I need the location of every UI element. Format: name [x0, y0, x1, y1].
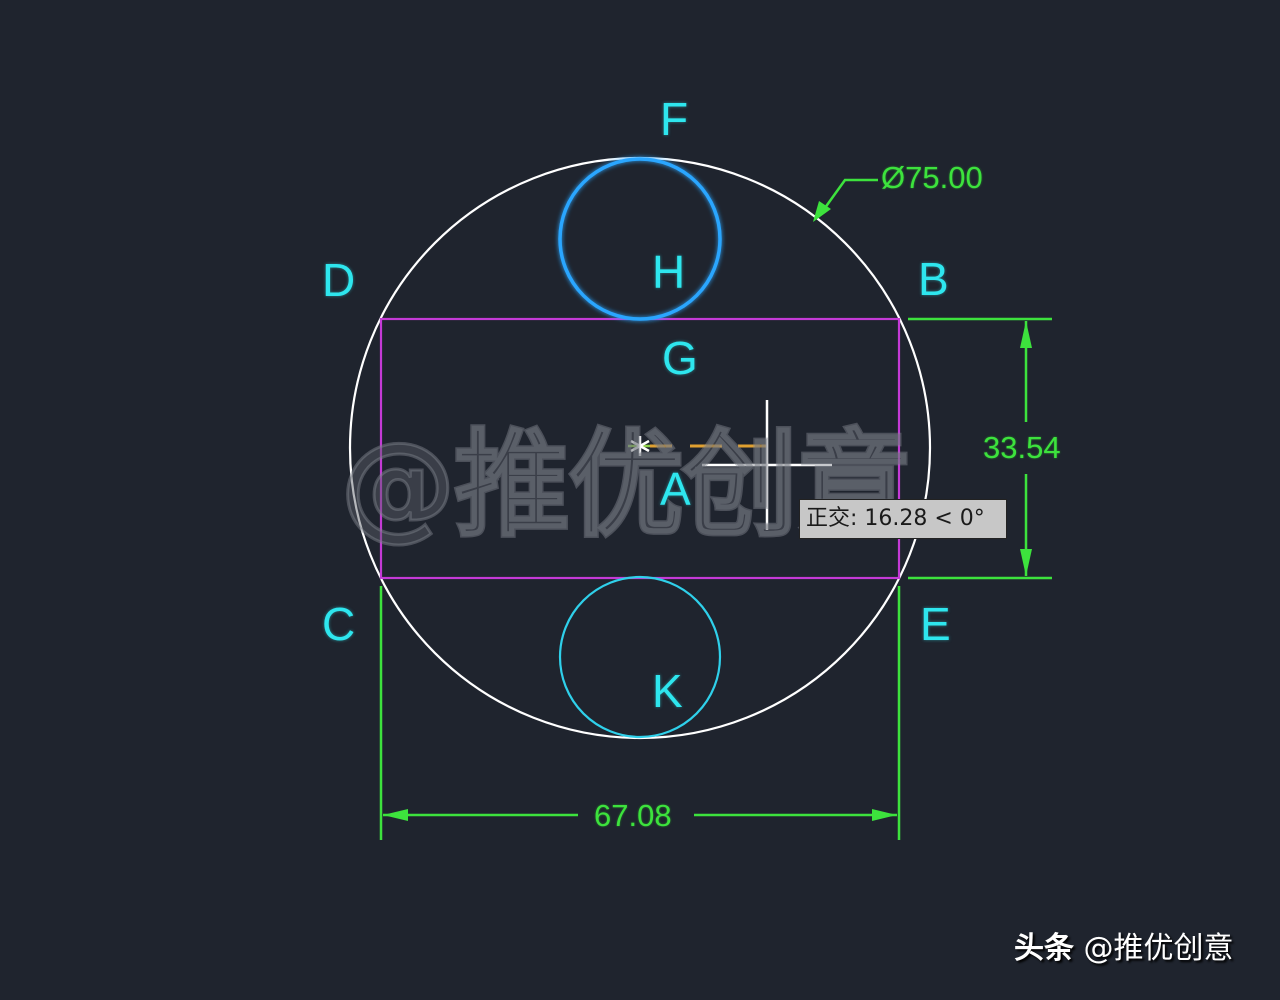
- circle-h[interactable]: [558, 157, 722, 321]
- width-dimension: [379, 586, 901, 840]
- height-dimension-text[interactable]: 33.54: [983, 430, 1061, 465]
- point-label-g: G: [662, 332, 698, 384]
- crosshair-cursor-icon: [702, 400, 832, 530]
- diameter-dimension-text[interactable]: Ø75.00: [881, 160, 983, 195]
- snap-marker-icon: [630, 436, 650, 456]
- height-dimension: [908, 317, 1052, 580]
- width-dimension-text[interactable]: 67.08: [594, 798, 672, 833]
- credit-handle: @推优创意: [1074, 931, 1234, 966]
- circle-k[interactable]: [558, 575, 722, 739]
- point-label-b: B: [918, 253, 949, 305]
- point-label-h: H: [652, 246, 686, 298]
- point-label-f: F: [660, 93, 689, 145]
- point-label-k: K: [652, 665, 683, 717]
- point-label-a: A: [660, 463, 691, 515]
- ortho-tooltip: 正交: 16.28 < 0°: [799, 499, 1007, 539]
- diameter-leader: [813, 178, 878, 222]
- source-credit: 头条 @推优创意: [1014, 934, 1234, 964]
- point-label-d: D: [322, 254, 356, 306]
- point-label-c: C: [322, 598, 356, 650]
- point-label-e: E: [920, 598, 951, 650]
- credit-brand: 头条: [1014, 931, 1074, 966]
